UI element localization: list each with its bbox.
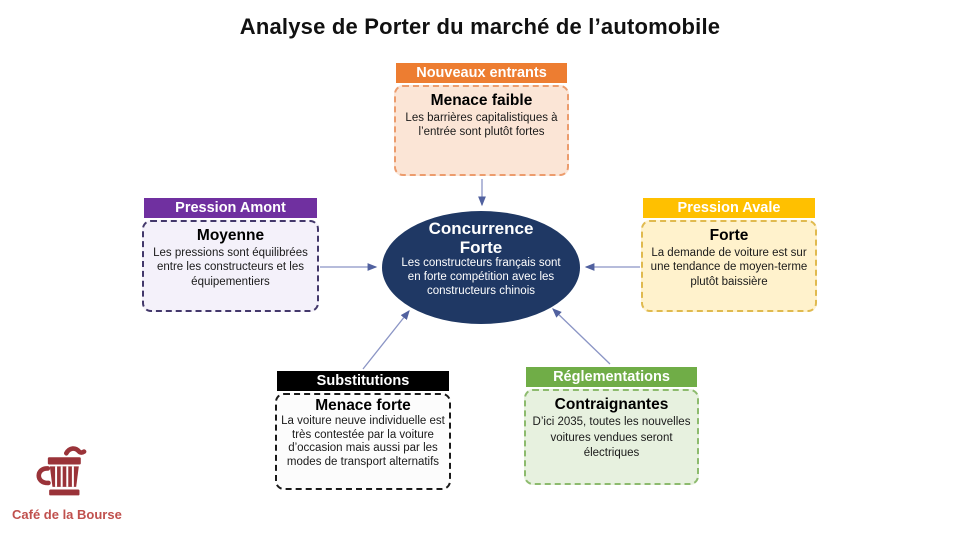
force-pression-avale: Pression Avale Forte La demande de voitu…	[641, 198, 817, 312]
force-pression-amont: Pression Amont Moyenne Les pressions son…	[142, 198, 319, 312]
force-level: Moyenne	[196, 227, 265, 244]
force-reglementations: Réglementations Contraignantes D’ici 203…	[524, 367, 699, 485]
force-body: Menace forte La voiture neuve individuel…	[275, 393, 451, 490]
arrow-substitutions-to-center	[362, 309, 410, 370]
coffee-cup-icon	[36, 446, 87, 496]
force-body: Moyenne Les pressions sont équilibrées e…	[142, 220, 319, 312]
force-header: Réglementations	[525, 367, 698, 387]
force-level: Menace faible	[430, 92, 533, 109]
force-level: Forte	[709, 227, 749, 244]
force-description: Les pressions sont équilibrées entre les…	[153, 247, 308, 288]
force-body: Forte La demande de voiture est sur une …	[641, 220, 817, 312]
force-header: Nouveaux entrants	[395, 63, 568, 83]
page-title: Analyse de Porter du marché de l’automob…	[239, 14, 721, 39]
force-body: Menace faible Les barrières capitalistiq…	[394, 85, 569, 176]
force-level: Menace forte	[315, 397, 411, 414]
force-body: Contraignantes D’ici 2035, toutes les no…	[524, 389, 699, 485]
logo-text: Café de la Bourse	[12, 507, 122, 522]
center-description: Les constructeurs français sont en forte…	[401, 257, 561, 298]
force-nouveaux-entrants: Nouveaux entrants Menace faible Les barr…	[394, 63, 569, 176]
force-header: Substitutions	[276, 371, 450, 391]
center-title: Concurrence Forte	[428, 219, 534, 258]
force-level: Contraignantes	[554, 396, 669, 413]
force-description: La demande de voiture est sur une tendan…	[650, 247, 808, 288]
force-header: Pression Amont	[143, 198, 318, 218]
force-header: Pression Avale	[642, 198, 816, 218]
force-description: D’ici 2035, toutes les nouvelles voiture…	[532, 416, 691, 460]
arrow-reglementations-to-center	[552, 308, 611, 365]
force-description: Les barrières capitalistiques à l’entrée…	[405, 112, 558, 139]
force-description: La voiture neuve individuelle est très c…	[281, 415, 445, 468]
force-substitutions: Substitutions Menace forte La voiture ne…	[275, 371, 451, 490]
center-competition-ellipse: Concurrence Forte Les constructeurs fran…	[382, 211, 580, 324]
cafe-de-la-bourse-logo: Café de la Bourse	[12, 446, 122, 522]
